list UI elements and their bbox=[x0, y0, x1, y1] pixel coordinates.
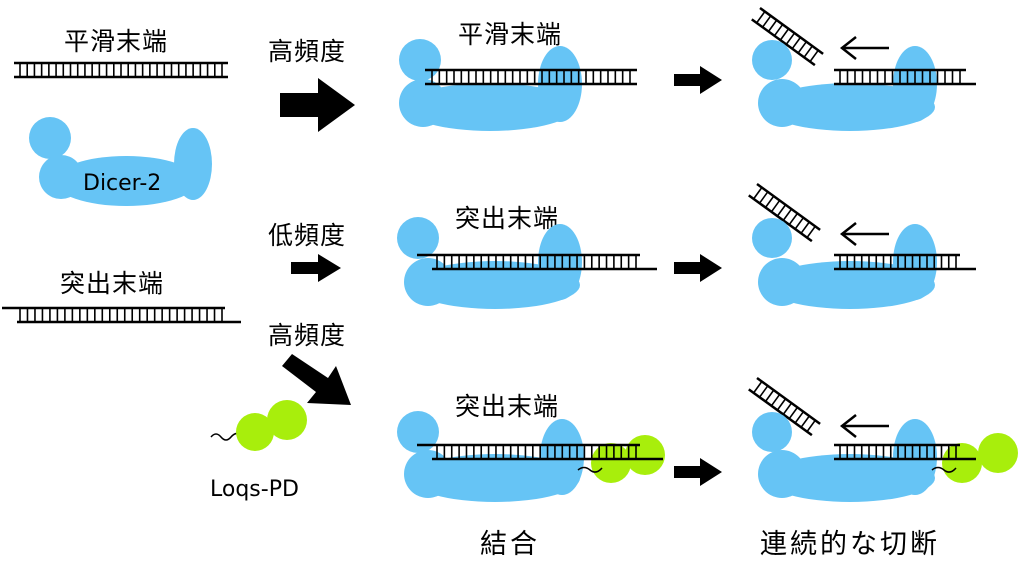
base-pair-rung bbox=[806, 225, 816, 239]
mid-overhang-loqs-dsrna bbox=[417, 443, 663, 461]
low-freq-label: 低頻度 bbox=[268, 221, 346, 250]
right-dsrna-2 bbox=[834, 253, 976, 271]
base-pair-rung bbox=[752, 381, 763, 394]
base-pair-rung bbox=[791, 36, 802, 50]
left-overhang-dsrna bbox=[2, 306, 241, 324]
high-freq-label-bottom: 高頻度 bbox=[268, 321, 346, 350]
base-pair-rung bbox=[797, 41, 808, 54]
base-pair-rung bbox=[770, 393, 781, 407]
mid-overhang-dsrna bbox=[417, 253, 657, 271]
cleavage-label: 連続的な切断 bbox=[760, 529, 940, 560]
diagonal-arrow-icon bbox=[282, 354, 351, 405]
big-right-arrow-icon bbox=[280, 78, 355, 132]
base-pair-rung bbox=[761, 15, 772, 28]
left-blunt-label: 平滑末端 bbox=[64, 27, 168, 56]
step-arrow-icon-2 bbox=[674, 254, 722, 282]
mid-blunt-dsrna bbox=[425, 68, 637, 86]
base-pair-rung bbox=[755, 11, 766, 24]
loqs-pd-label: Loqs-PD bbox=[210, 477, 299, 502]
mid-overhang-loqs-label: 突出末端 bbox=[455, 392, 559, 421]
base-pair-rung bbox=[770, 199, 781, 213]
dicer-cleaving-2 bbox=[752, 218, 937, 309]
base-pair-rung bbox=[776, 398, 787, 411]
dicer-cleaving-1 bbox=[752, 40, 937, 131]
base-pair-rung bbox=[809, 49, 819, 63]
released-sirna-1 bbox=[751, 6, 824, 67]
base-pair-rung bbox=[767, 19, 778, 32]
base-pair-rung bbox=[773, 23, 784, 37]
left-blunt-dsrna bbox=[14, 61, 228, 79]
base-pair-rung bbox=[794, 217, 805, 230]
loqs-pd-protein bbox=[210, 400, 307, 451]
base-pair-rung bbox=[764, 195, 775, 208]
base-pair-rung bbox=[788, 212, 799, 226]
small-right-arrow-icon bbox=[291, 254, 341, 282]
base-pair-rung bbox=[803, 45, 813, 58]
base-pair-rung bbox=[800, 221, 810, 234]
dicer-2-protein bbox=[29, 117, 212, 206]
dicer-loqs-cleaving bbox=[752, 412, 1018, 502]
base-pair-rung bbox=[758, 385, 769, 398]
binding-label: 結合 bbox=[480, 529, 540, 560]
right-dsrna-1 bbox=[834, 68, 976, 86]
released-sirna-2 bbox=[748, 182, 821, 243]
base-pair-rung bbox=[758, 191, 769, 204]
base-pair-rung bbox=[776, 204, 787, 217]
step-arrow-icon-3 bbox=[674, 458, 722, 486]
left-arrow-icon-2 bbox=[839, 222, 889, 246]
base-pair-rung bbox=[785, 32, 796, 45]
mid-overhang-label: 突出末端 bbox=[455, 204, 559, 233]
right-dsrna-3 bbox=[834, 443, 976, 461]
base-pair-rung bbox=[806, 419, 816, 433]
left-overhang-label: 突出末端 bbox=[60, 269, 164, 298]
base-pair-rung bbox=[764, 389, 775, 402]
base-pair-rung bbox=[800, 415, 810, 428]
base-pair-rung bbox=[752, 187, 763, 200]
base-pair-rung bbox=[788, 406, 799, 420]
base-pair-rung bbox=[782, 402, 793, 415]
dicer-2-label: Dicer-2 bbox=[83, 171, 161, 196]
base-pair-rung bbox=[794, 411, 805, 424]
left-arrow-icon-3 bbox=[839, 414, 889, 438]
base-pair-rung bbox=[782, 208, 793, 221]
left-arrow-icon-1 bbox=[839, 36, 889, 60]
base-pair-rung bbox=[779, 28, 790, 41]
step-arrow-icon-1 bbox=[674, 66, 722, 94]
mid-blunt-label: 平滑末端 bbox=[458, 20, 562, 49]
released-sirna-3 bbox=[748, 376, 821, 437]
high-freq-label-top: 高頻度 bbox=[268, 37, 346, 66]
